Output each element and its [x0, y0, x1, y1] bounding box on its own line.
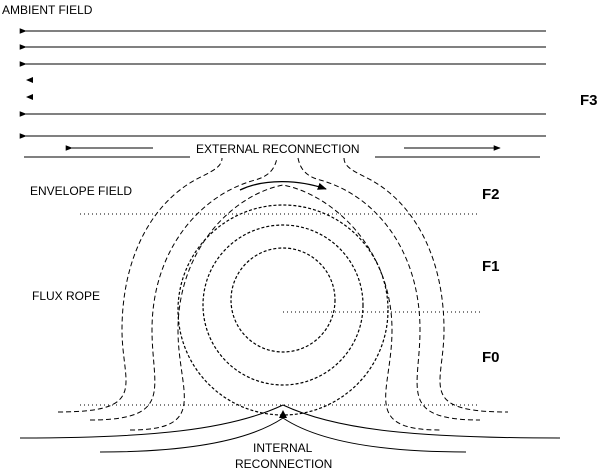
lower-field-line-right-2 — [282, 417, 467, 453]
lower-field-line-right — [282, 404, 561, 439]
rotation-arrow — [239, 180, 327, 191]
ambient-field-lines — [19, 28, 546, 139]
envelope-field-label: ENVELOPE FIELD — [30, 184, 133, 198]
region-f2-label: F2 — [482, 186, 500, 203]
internal-reconnection-label-line1: INTERNAL — [253, 441, 313, 455]
internal-reconnection-label-line2: RECONNECTION — [235, 457, 333, 471]
envelope-field-lines — [57, 157, 509, 431]
envelope-field-line-inner — [129, 184, 441, 431]
flux-rope-circle-outer — [177, 204, 389, 416]
ambient-arrowhead — [26, 77, 33, 83]
ambient-arrowhead — [26, 94, 33, 100]
lower-field-lines — [19, 404, 561, 453]
region-f1-label: F1 — [482, 258, 500, 275]
envelope-field-line-outer — [57, 157, 509, 413]
flux-rope-circle-inner — [230, 247, 336, 353]
external-reconnection-lines — [24, 145, 540, 158]
ambient-field-arrowheads — [26, 77, 33, 100]
flux-rope-circles — [177, 204, 389, 416]
lower-field-line-left-2 — [99, 417, 284, 453]
internal-reconnection-marker — [279, 410, 287, 418]
external-reconnection-label: EXTERNAL RECONNECTION — [196, 142, 360, 156]
region-f3-label: F3 — [580, 92, 598, 109]
ambient-field-label: AMBIENT FIELD — [2, 3, 93, 17]
region-boundaries — [80, 213, 480, 406]
flux-rope-circle-middle — [202, 224, 364, 386]
region-f0-label: F0 — [482, 349, 500, 366]
flux-rope-label: FLUX ROPE — [32, 289, 101, 303]
lower-field-line-left — [19, 404, 284, 439]
envelope-field-line-middle — [89, 157, 481, 421]
